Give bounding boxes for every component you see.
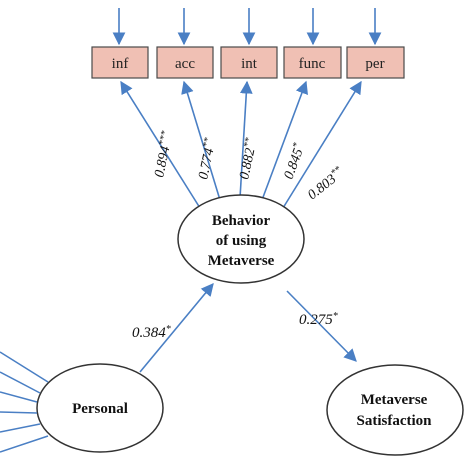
path-arrow-behavior-satisfaction xyxy=(286,290,357,362)
loading-label-inf: 0.894*** xyxy=(150,130,176,179)
satisfaction-label-line2: Satisfaction xyxy=(357,413,433,429)
indicator-box-int xyxy=(220,46,278,79)
loading-label-acc: 0.774** xyxy=(194,137,219,181)
satisfaction-label-line1: Metaverse xyxy=(361,392,428,408)
indicator-label-func: func xyxy=(299,56,326,72)
personal-indicator-lines xyxy=(0,351,49,453)
indicator-box-inf xyxy=(91,46,149,79)
indicator-label-int: int xyxy=(241,56,258,72)
indicator-box-func xyxy=(283,46,342,79)
loading-arrows xyxy=(120,80,362,209)
behavior-label-line2: of using xyxy=(216,233,267,249)
loading-label-int: 0.882** xyxy=(235,137,260,181)
personal-label: Personal xyxy=(72,401,128,417)
loading-label-per: 0.803** xyxy=(304,164,347,203)
path-coef-behavior-satisfaction: 0.275* xyxy=(299,311,338,328)
behavior-label-line1: Behavior xyxy=(212,213,271,229)
behavior-ellipse xyxy=(177,194,305,284)
loading-arrow-per xyxy=(282,80,362,209)
path-arrow-personal-behavior xyxy=(139,283,214,373)
path-coef-personal-behavior: 0.384* xyxy=(132,324,171,341)
indicator-label-acc: acc xyxy=(175,56,195,72)
loading-labels: 0.894*** 0.774** 0.882** 0.845* 0.803** xyxy=(150,130,347,203)
behavior-label-line3: Metaverse xyxy=(208,253,275,269)
loading-arrow-acc xyxy=(181,80,221,201)
satisfaction-ellipse xyxy=(326,364,464,456)
indicator-boxes: inf acc int func per xyxy=(91,46,405,79)
personal-ellipse xyxy=(36,363,164,453)
loading-arrow-inf xyxy=(120,80,201,209)
loading-arrow-func xyxy=(261,80,308,201)
indicator-box-acc xyxy=(156,46,214,79)
indicator-label-per: per xyxy=(365,56,384,72)
indicator-label-inf: inf xyxy=(112,56,129,72)
indicator-box-per xyxy=(346,46,405,79)
loading-arrow-int xyxy=(239,80,253,199)
error-arrows xyxy=(112,8,382,46)
